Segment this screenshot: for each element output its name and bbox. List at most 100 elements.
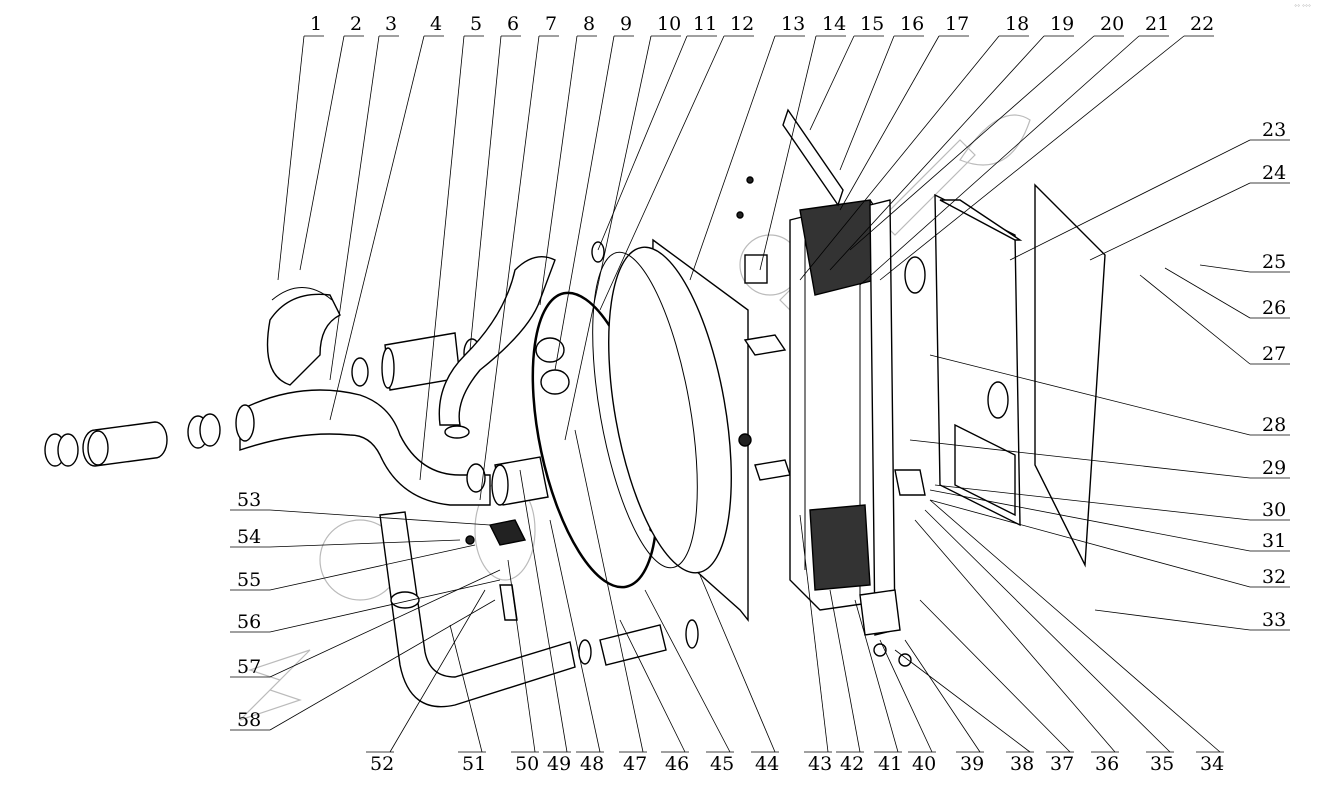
leader-line-6	[469, 35, 502, 351]
leader-line-14	[759, 35, 817, 271]
callout-28: 28	[1262, 414, 1286, 436]
leader-line-15	[809, 35, 855, 131]
leader-line-25	[1199, 264, 1251, 273]
leader-line-56	[269, 579, 501, 633]
callout-44: 44	[755, 753, 779, 775]
callout-19: 19	[1050, 13, 1074, 35]
callout-12: 12	[730, 13, 754, 35]
corner-mark: °° °°°	[1294, 4, 1311, 11]
callout-22: 22	[1190, 13, 1214, 35]
callout-27: 27	[1262, 343, 1286, 365]
callout-8: 8	[583, 13, 595, 35]
callout-10: 10	[657, 13, 681, 35]
leader-line-44	[699, 574, 776, 753]
callout-3: 3	[385, 13, 397, 35]
leader-line-47	[574, 429, 644, 753]
parts-drawing	[44, 108, 1106, 708]
callout-20: 20	[1100, 13, 1124, 35]
callout-41: 41	[878, 753, 902, 775]
leader-line-53	[269, 509, 491, 526]
callout-55: 55	[237, 569, 261, 591]
leader-line-32	[929, 499, 1251, 588]
callout-16: 16	[900, 13, 924, 35]
callout-30: 30	[1262, 499, 1286, 521]
callout-7: 7	[545, 13, 557, 35]
callout-23: 23	[1262, 119, 1286, 141]
leader-line-5	[419, 35, 465, 481]
callout-33: 33	[1262, 609, 1286, 631]
callout-32: 32	[1262, 566, 1286, 588]
callout-15: 15	[860, 13, 884, 35]
leader-line-26	[1164, 267, 1251, 319]
leader-line-10	[564, 35, 652, 441]
leader-line-48	[549, 519, 601, 753]
callout-47: 47	[623, 753, 647, 775]
leader-line-21	[859, 35, 1140, 286]
leader-line-29	[909, 439, 1251, 479]
callout-46: 46	[665, 753, 689, 775]
callout-49: 49	[547, 753, 571, 775]
leader-line-18	[799, 35, 1000, 281]
leader-line-58	[269, 599, 496, 731]
callout-54: 54	[237, 526, 261, 548]
callout-40: 40	[912, 753, 936, 775]
leader-line-34	[929, 499, 1221, 753]
callout-13: 13	[781, 13, 805, 35]
callout-35: 35	[1150, 753, 1174, 775]
leader-line-30	[934, 484, 1251, 521]
leader-line-1	[277, 35, 305, 281]
leader-line-55	[269, 544, 476, 591]
callout-50: 50	[515, 753, 539, 775]
callout-37: 37	[1050, 753, 1074, 775]
callout-1: 1	[310, 13, 322, 35]
leader-line-31	[929, 489, 1251, 552]
callout-53: 53	[237, 489, 261, 511]
callout-58: 58	[237, 709, 261, 731]
callout-18: 18	[1005, 13, 1029, 35]
callout-21: 21	[1145, 13, 1169, 35]
leader-line-3	[329, 35, 380, 381]
leader-line-39	[904, 639, 981, 753]
callout-17: 17	[945, 13, 969, 35]
leader-line-27	[1139, 274, 1251, 365]
callout-39: 39	[960, 753, 984, 775]
callout-11: 11	[693, 13, 717, 35]
callout-6: 6	[507, 13, 519, 35]
callout-26: 26	[1262, 297, 1286, 319]
callout-43: 43	[808, 753, 832, 775]
callout-57: 57	[237, 656, 261, 678]
leader-line-49	[519, 469, 568, 753]
leader-line-22	[879, 35, 1185, 281]
callout-38: 38	[1010, 753, 1034, 775]
callout-45: 45	[710, 753, 734, 775]
leader-line-23	[1009, 139, 1251, 261]
leader-line-17	[839, 35, 940, 211]
leader-line-11	[597, 35, 688, 251]
callout-5: 5	[470, 13, 482, 35]
leader-line-52	[389, 589, 486, 753]
leader-line-46	[619, 619, 686, 753]
callout-31: 31	[1262, 530, 1286, 552]
leader-line-2	[299, 35, 345, 271]
leader-line-16	[839, 35, 895, 171]
leader-line-19	[829, 35, 1045, 271]
leader-line-38	[894, 649, 1031, 753]
leader-line-24	[1089, 182, 1251, 261]
leader-line-9	[554, 35, 615, 371]
leader-line-35	[924, 509, 1171, 753]
leader-line-7	[479, 35, 540, 501]
callout-2: 2	[350, 13, 362, 35]
callout-52: 52	[370, 753, 394, 775]
leader-line-43	[799, 514, 829, 753]
leader-line-12	[599, 35, 725, 311]
callout-51: 51	[462, 753, 486, 775]
callout-56: 56	[237, 611, 261, 633]
callout-24: 24	[1262, 162, 1286, 184]
leader-line-37	[919, 599, 1071, 753]
leader-line-51	[449, 624, 483, 753]
leader-line-20	[849, 35, 1095, 251]
leader-line-33	[1094, 609, 1251, 631]
callout-42: 42	[840, 753, 864, 775]
